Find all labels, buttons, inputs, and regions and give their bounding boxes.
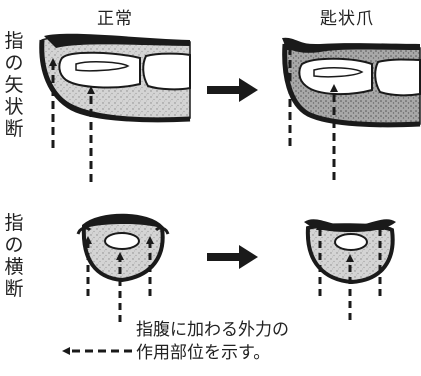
transition-arrow	[207, 245, 258, 269]
bone-cross-section	[105, 233, 139, 249]
sagittal-spoon-finger	[282, 38, 420, 125]
transverse-normal-section	[78, 216, 168, 280]
transverse-spoon-section	[304, 219, 396, 282]
middle-phalanx-spoon	[375, 60, 420, 96]
transition-arrow	[207, 78, 258, 102]
middle-phalanx-normal	[143, 54, 190, 90]
bone-cross-section	[335, 234, 367, 250]
legend-line-2: 作用部位を示す。	[136, 342, 289, 365]
legend-text: 指腹に加わる外力の 作用部位を示す。	[136, 319, 289, 365]
legend-line-1: 指腹に加わる外力の	[136, 319, 289, 342]
sagittal-normal-finger	[42, 34, 190, 120]
